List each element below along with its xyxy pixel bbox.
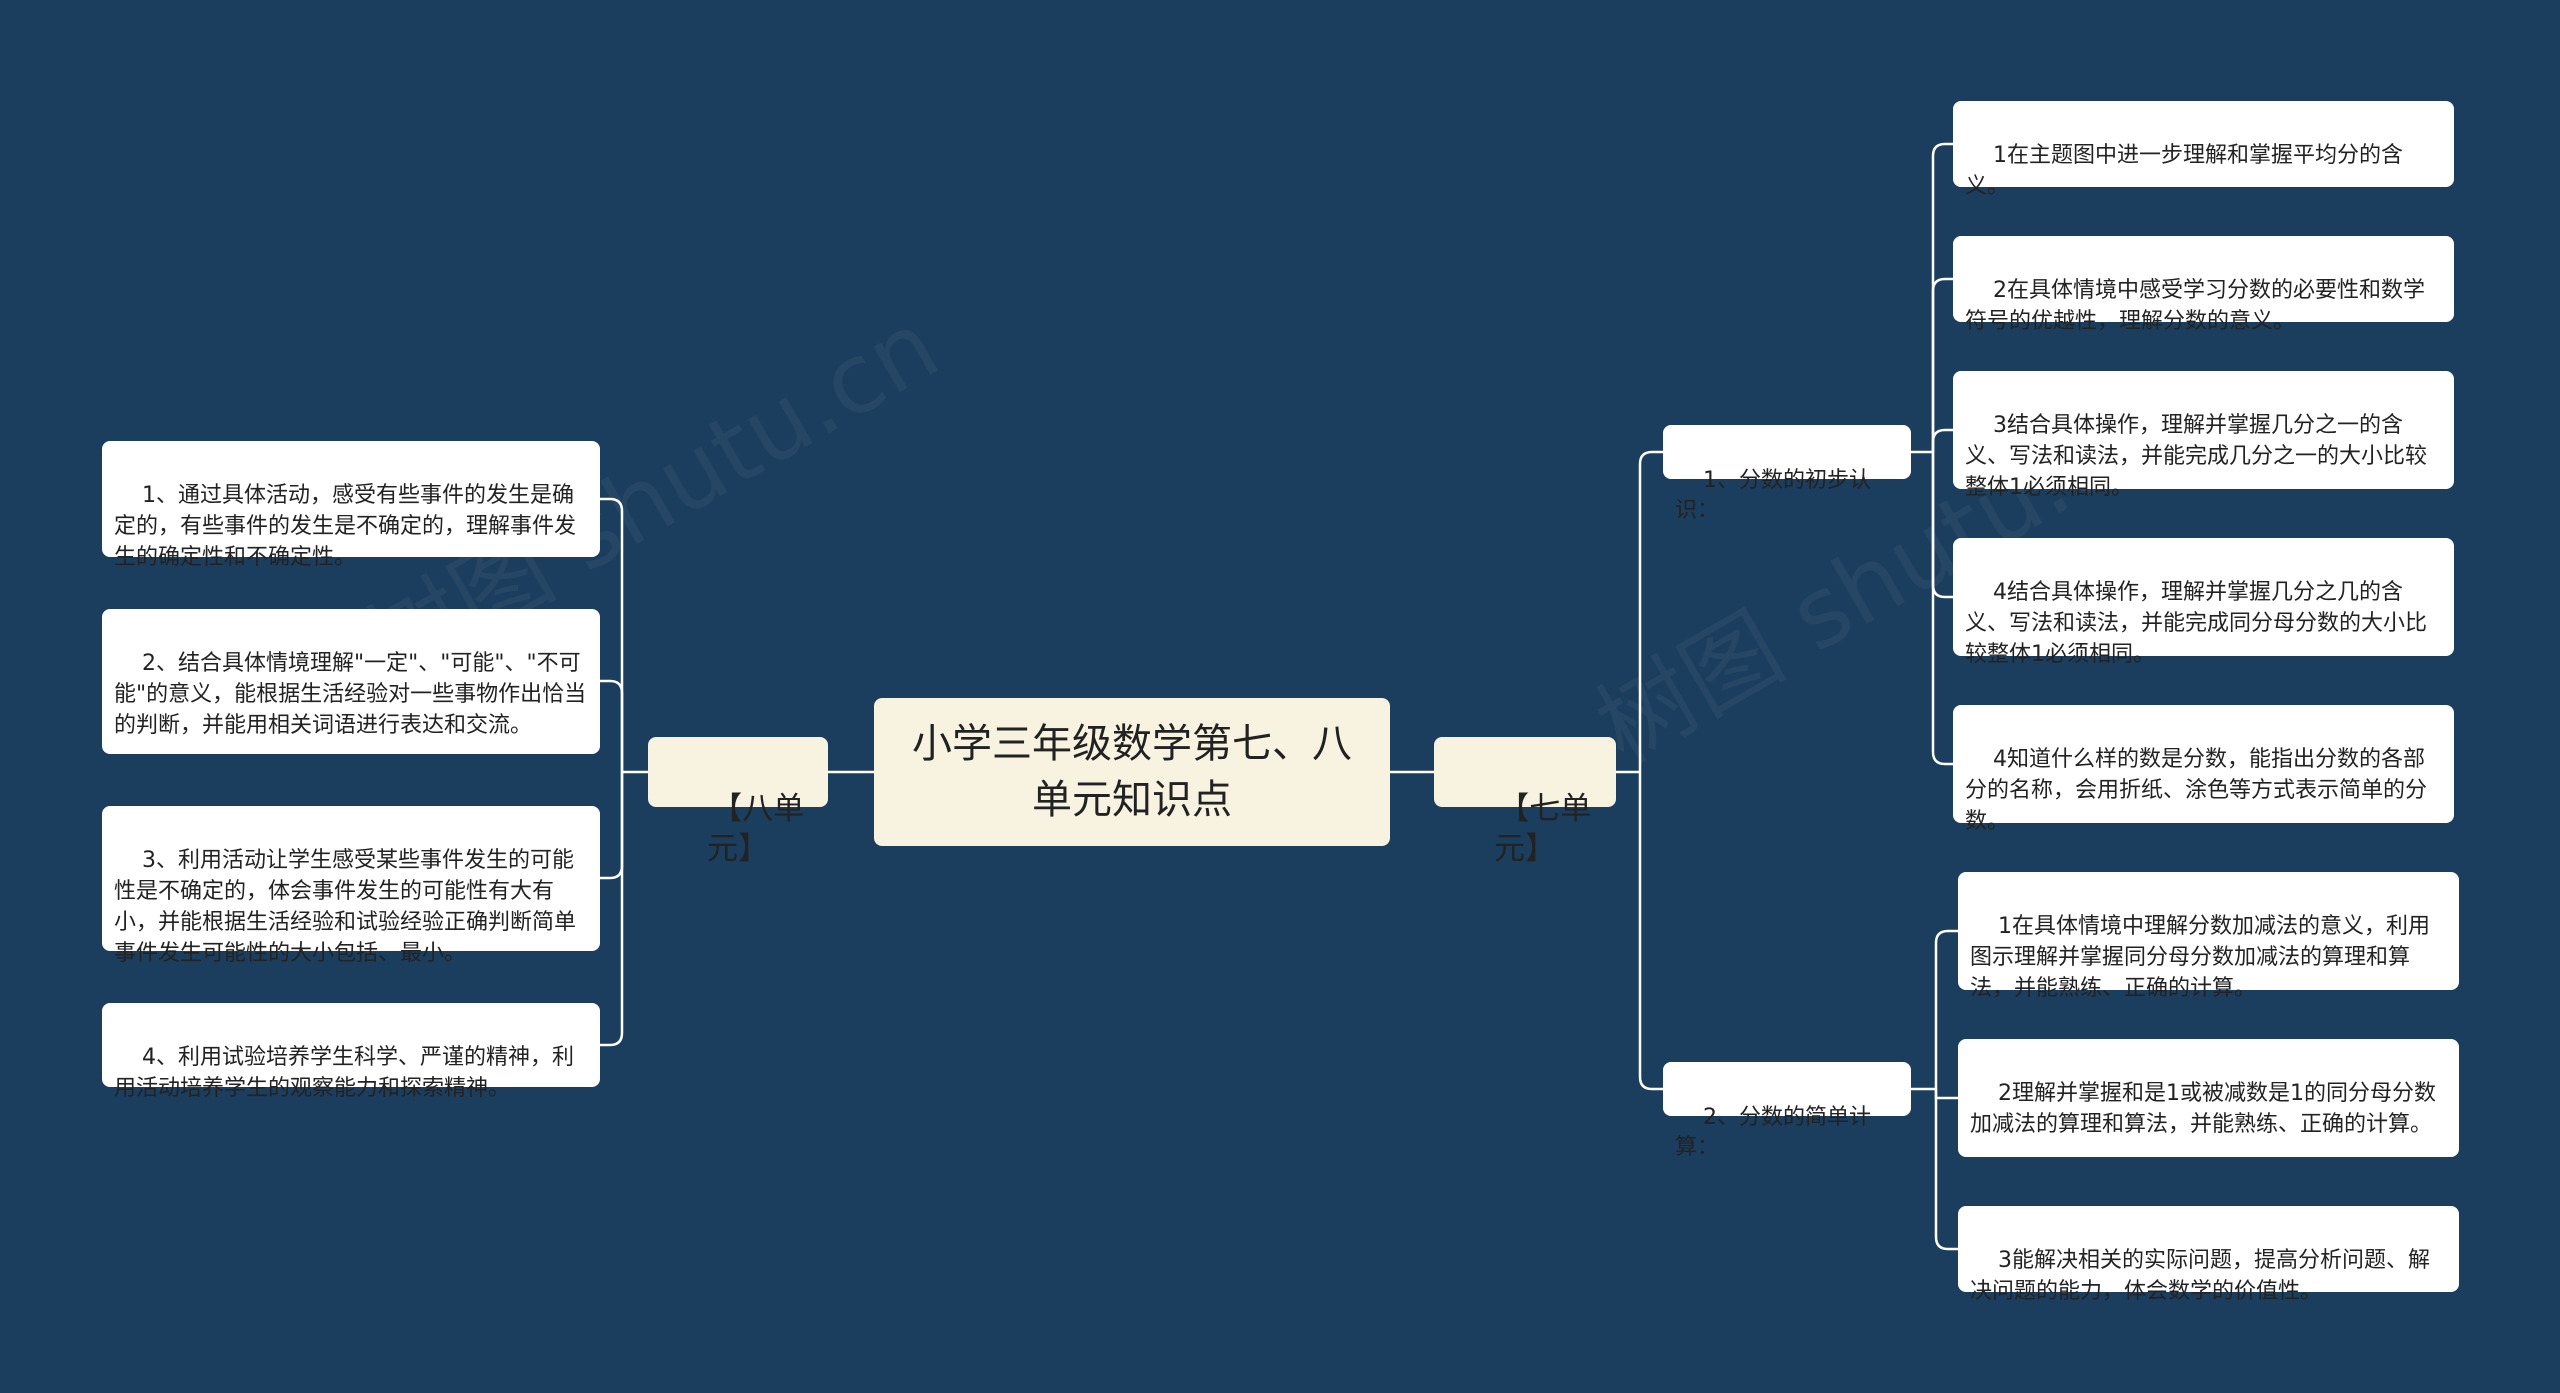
calc-link-1 xyxy=(1934,1089,1958,1100)
unit8-item-3[interactable]: 3、利用活动让学生感受某些事件发生的可能性是不确定的，体会事件发生的可能性有大有… xyxy=(102,806,600,966)
unit8-link-1 xyxy=(600,679,624,772)
branch-unit-7[interactable]: 【七单元】 xyxy=(1434,737,1616,867)
unit7-calc-item-3[interactable]: 3能解决相关的实际问题，提高分析问题、解决问题的能力，体会数学的价值性。 xyxy=(1958,1206,2459,1304)
unit7-basics-item-5[interactable]: 4知道什么样的数是分数，能指出分数的各部分的名称，会用折纸、涂色等方式表示简单的… xyxy=(1953,705,2454,834)
item-text: 4、利用试验培养学生科学、严谨的精神，利用活动培养学生的观察能力和探索精神。 xyxy=(114,1045,574,1101)
item-text: 3能解决相关的实际问题，提高分析问题、解决问题的能力，体会数学的价值性。 xyxy=(1970,1248,2430,1304)
group-label: 2、分数的简单计算： xyxy=(1675,1105,1871,1160)
unit7-link-1 xyxy=(1638,772,1663,1091)
item-text: 2在具体情境中感受学习分数的必要性和数学符号的优越性，理解分数的意义。 xyxy=(1965,278,2425,334)
unit8-link-3 xyxy=(600,772,624,1047)
branch-label: 【八单元】 xyxy=(707,791,805,867)
item-text: 2理解并掌握和是1或被减数是1的同分母分数加减法的算理和算法，并能熟练、正确的计… xyxy=(1970,1081,2436,1137)
unit8-item-2[interactable]: 2、结合具体情境理解"一定"、"可能"、"不可能"的意义，能根据生活经验对一些事… xyxy=(102,609,600,754)
item-text: 2、结合具体情境理解"一定"、"可能"、"不可能"的意义，能根据生活经验对一些事… xyxy=(114,651,587,738)
unit7-basics-item-1[interactable]: 1在主题图中进一步理解和掌握平均分的含义。 xyxy=(1953,101,2454,199)
group-label: 1、分数的初步认识： xyxy=(1675,468,1871,523)
unit7-link-0 xyxy=(1638,450,1663,772)
root-title: 小学三年级数学第七、八单元知识点 xyxy=(912,721,1352,823)
branch-label: 【七单元】 xyxy=(1494,791,1592,867)
item-text: 4结合具体操作，理解并掌握几分之几的含义、写法和读法，并能完成同分母分数的大小比… xyxy=(1965,580,2428,667)
basics-link-4 xyxy=(1931,452,1953,766)
root-node[interactable]: 小学三年级数学第七、八单元知识点 xyxy=(874,698,1390,846)
item-text: 4知道什么样的数是分数，能指出分数的各部分的名称，会用折纸、涂色等方式表示简单的… xyxy=(1965,747,2428,834)
calc-link-2 xyxy=(1934,1089,1958,1251)
unit8-item-1[interactable]: 1、通过具体活动，感受有些事件的发生是确定的，有些事件的发生是不确定的，理解事件… xyxy=(102,441,600,570)
item-text: 3结合具体操作，理解并掌握几分之一的含义、写法和读法，并能完成几分之一的大小比较… xyxy=(1965,413,2428,500)
group-fraction-calc[interactable]: 2、分数的简单计算： xyxy=(1663,1062,1911,1160)
group-fraction-basics[interactable]: 1、分数的初步认识： xyxy=(1663,425,1911,523)
calc-link-0 xyxy=(1934,929,1958,1089)
unit7-basics-item-2[interactable]: 2在具体情境中感受学习分数的必要性和数学符号的优越性，理解分数的意义。 xyxy=(1953,236,2454,334)
unit8-link-2 xyxy=(600,772,624,880)
unit7-calc-item-1[interactable]: 1在具体情境中理解分数加减法的意义，利用图示理解并掌握同分母分数加减法的算理和算… xyxy=(1958,872,2459,1001)
basics-link-2 xyxy=(1931,428,1953,452)
basics-link-0 xyxy=(1931,142,1953,452)
unit7-basics-item-4[interactable]: 4结合具体操作，理解并掌握几分之几的含义、写法和读法，并能完成同分母分数的大小比… xyxy=(1953,538,2454,667)
item-text: 1在具体情境中理解分数加减法的意义，利用图示理解并掌握同分母分数加减法的算理和算… xyxy=(1970,914,2430,1001)
unit8-item-4[interactable]: 4、利用试验培养学生科学、严谨的精神，利用活动培养学生的观察能力和探索精神。 xyxy=(102,1003,600,1101)
item-text: 1、通过具体活动，感受有些事件的发生是确定的，有些事件的发生是不确定的，理解事件… xyxy=(114,483,577,570)
unit8-link-0 xyxy=(600,497,624,772)
item-text: 1在主题图中进一步理解和掌握平均分的含义。 xyxy=(1965,143,2403,199)
item-text: 3、利用活动让学生感受某些事件发生的可能性是不确定的，体会事件发生的可能性有大有… xyxy=(114,848,577,966)
unit7-basics-item-3[interactable]: 3结合具体操作，理解并掌握几分之一的含义、写法和读法，并能完成几分之一的大小比较… xyxy=(1953,371,2454,500)
unit7-calc-item-2[interactable]: 2理解并掌握和是1或被减数是1的同分母分数加减法的算理和算法，并能熟练、正确的计… xyxy=(1958,1039,2459,1157)
basics-link-3 xyxy=(1931,452,1953,599)
branch-unit-8[interactable]: 【八单元】 xyxy=(648,737,828,867)
basics-link-1 xyxy=(1931,277,1953,452)
